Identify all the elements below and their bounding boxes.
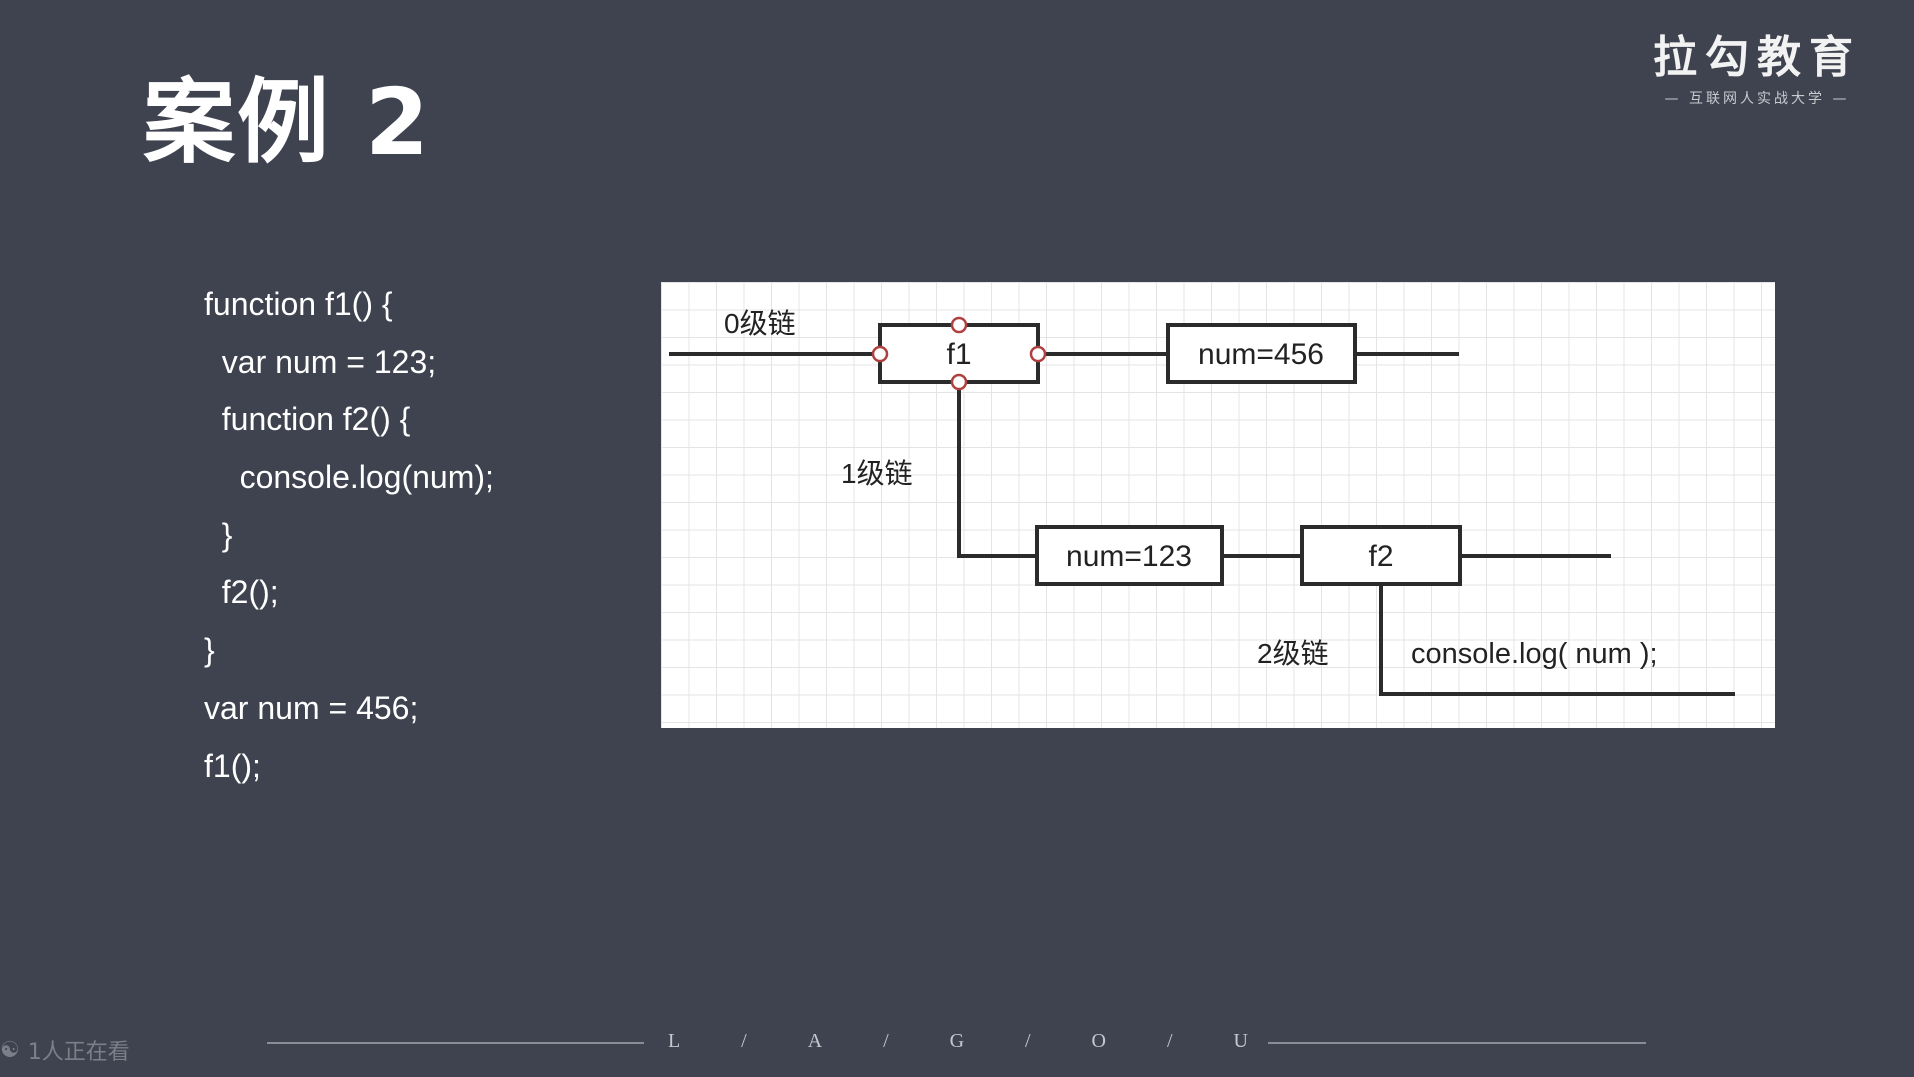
num456-box xyxy=(1166,323,1357,384)
f2-box xyxy=(1300,525,1462,586)
viewer-count: ☯ 1人正在看 xyxy=(0,1034,130,1066)
brand-tagline: — 互联网人实战大学 — xyxy=(1664,91,1850,108)
console-log-label: console.log( num ); xyxy=(1411,638,1658,670)
code-line: console.log(num); xyxy=(204,459,494,496)
code-line: f1(); xyxy=(204,747,261,784)
f1-left-point xyxy=(871,345,889,363)
footer-letter: O xyxy=(1091,1030,1106,1052)
num123-box xyxy=(1035,525,1224,586)
code-line: } xyxy=(204,516,233,553)
code-line: } xyxy=(204,632,215,669)
code-line: function f1() { xyxy=(204,286,393,322)
f1-label: f1 xyxy=(946,338,971,371)
scope-chain-svg: 0级链 1级链 2级链 f1 num=456 num=123 f2 consol… xyxy=(669,308,1735,696)
f1-bottom-point xyxy=(950,373,968,391)
code-line: f2(); xyxy=(204,574,279,611)
connector-lines xyxy=(669,352,1735,696)
brand-logo: 拉勾教育 — 互联网人实战大学 — xyxy=(1652,32,1862,108)
num123-label: num=123 xyxy=(1066,540,1192,573)
code-line: var num = 123; xyxy=(204,343,437,380)
footer-letter: L xyxy=(668,1030,681,1052)
f2-label: f2 xyxy=(1368,540,1393,573)
chain2-line xyxy=(1379,585,1735,696)
code-line: function f2() { xyxy=(204,401,411,438)
slide-title: 案例 2 xyxy=(143,69,432,176)
chain0-label: 0级链 xyxy=(724,308,796,339)
viewer-count-label: 1人正在看 xyxy=(27,1040,130,1065)
viewers-icon: ☯ xyxy=(0,1037,20,1063)
f1-connection-points xyxy=(871,316,1047,391)
footer-letter: G xyxy=(949,1030,965,1052)
code-line: var num = 456; xyxy=(204,689,419,726)
chain2-label: 2级链 xyxy=(1257,638,1329,669)
footer-divider-right xyxy=(1268,1042,1646,1044)
chain1-label: 1级链 xyxy=(841,458,913,489)
f1-right-point xyxy=(1029,345,1047,363)
footer-separator: / xyxy=(1025,1030,1031,1052)
footer-brand-letters: L / A / G / O / U xyxy=(668,1030,1248,1053)
footer-letter: A xyxy=(807,1030,823,1052)
footer-divider-left xyxy=(267,1042,644,1044)
brand-name: 拉勾教育 xyxy=(1653,32,1861,83)
footer-separator: / xyxy=(883,1030,889,1052)
chain1-line-down xyxy=(957,382,1037,558)
footer-separator: / xyxy=(1166,1030,1173,1052)
scope-chain-diagram: 0级链 1级链 2级链 f1 num=456 num=123 f2 consol… xyxy=(661,282,1775,728)
footer-separator: / xyxy=(741,1030,747,1052)
footer-letter: U xyxy=(1233,1030,1248,1052)
f1-top-point xyxy=(950,316,968,334)
num456-label: num=456 xyxy=(1198,338,1324,371)
code-block: function f1() { var num = 123; function … xyxy=(204,276,494,795)
